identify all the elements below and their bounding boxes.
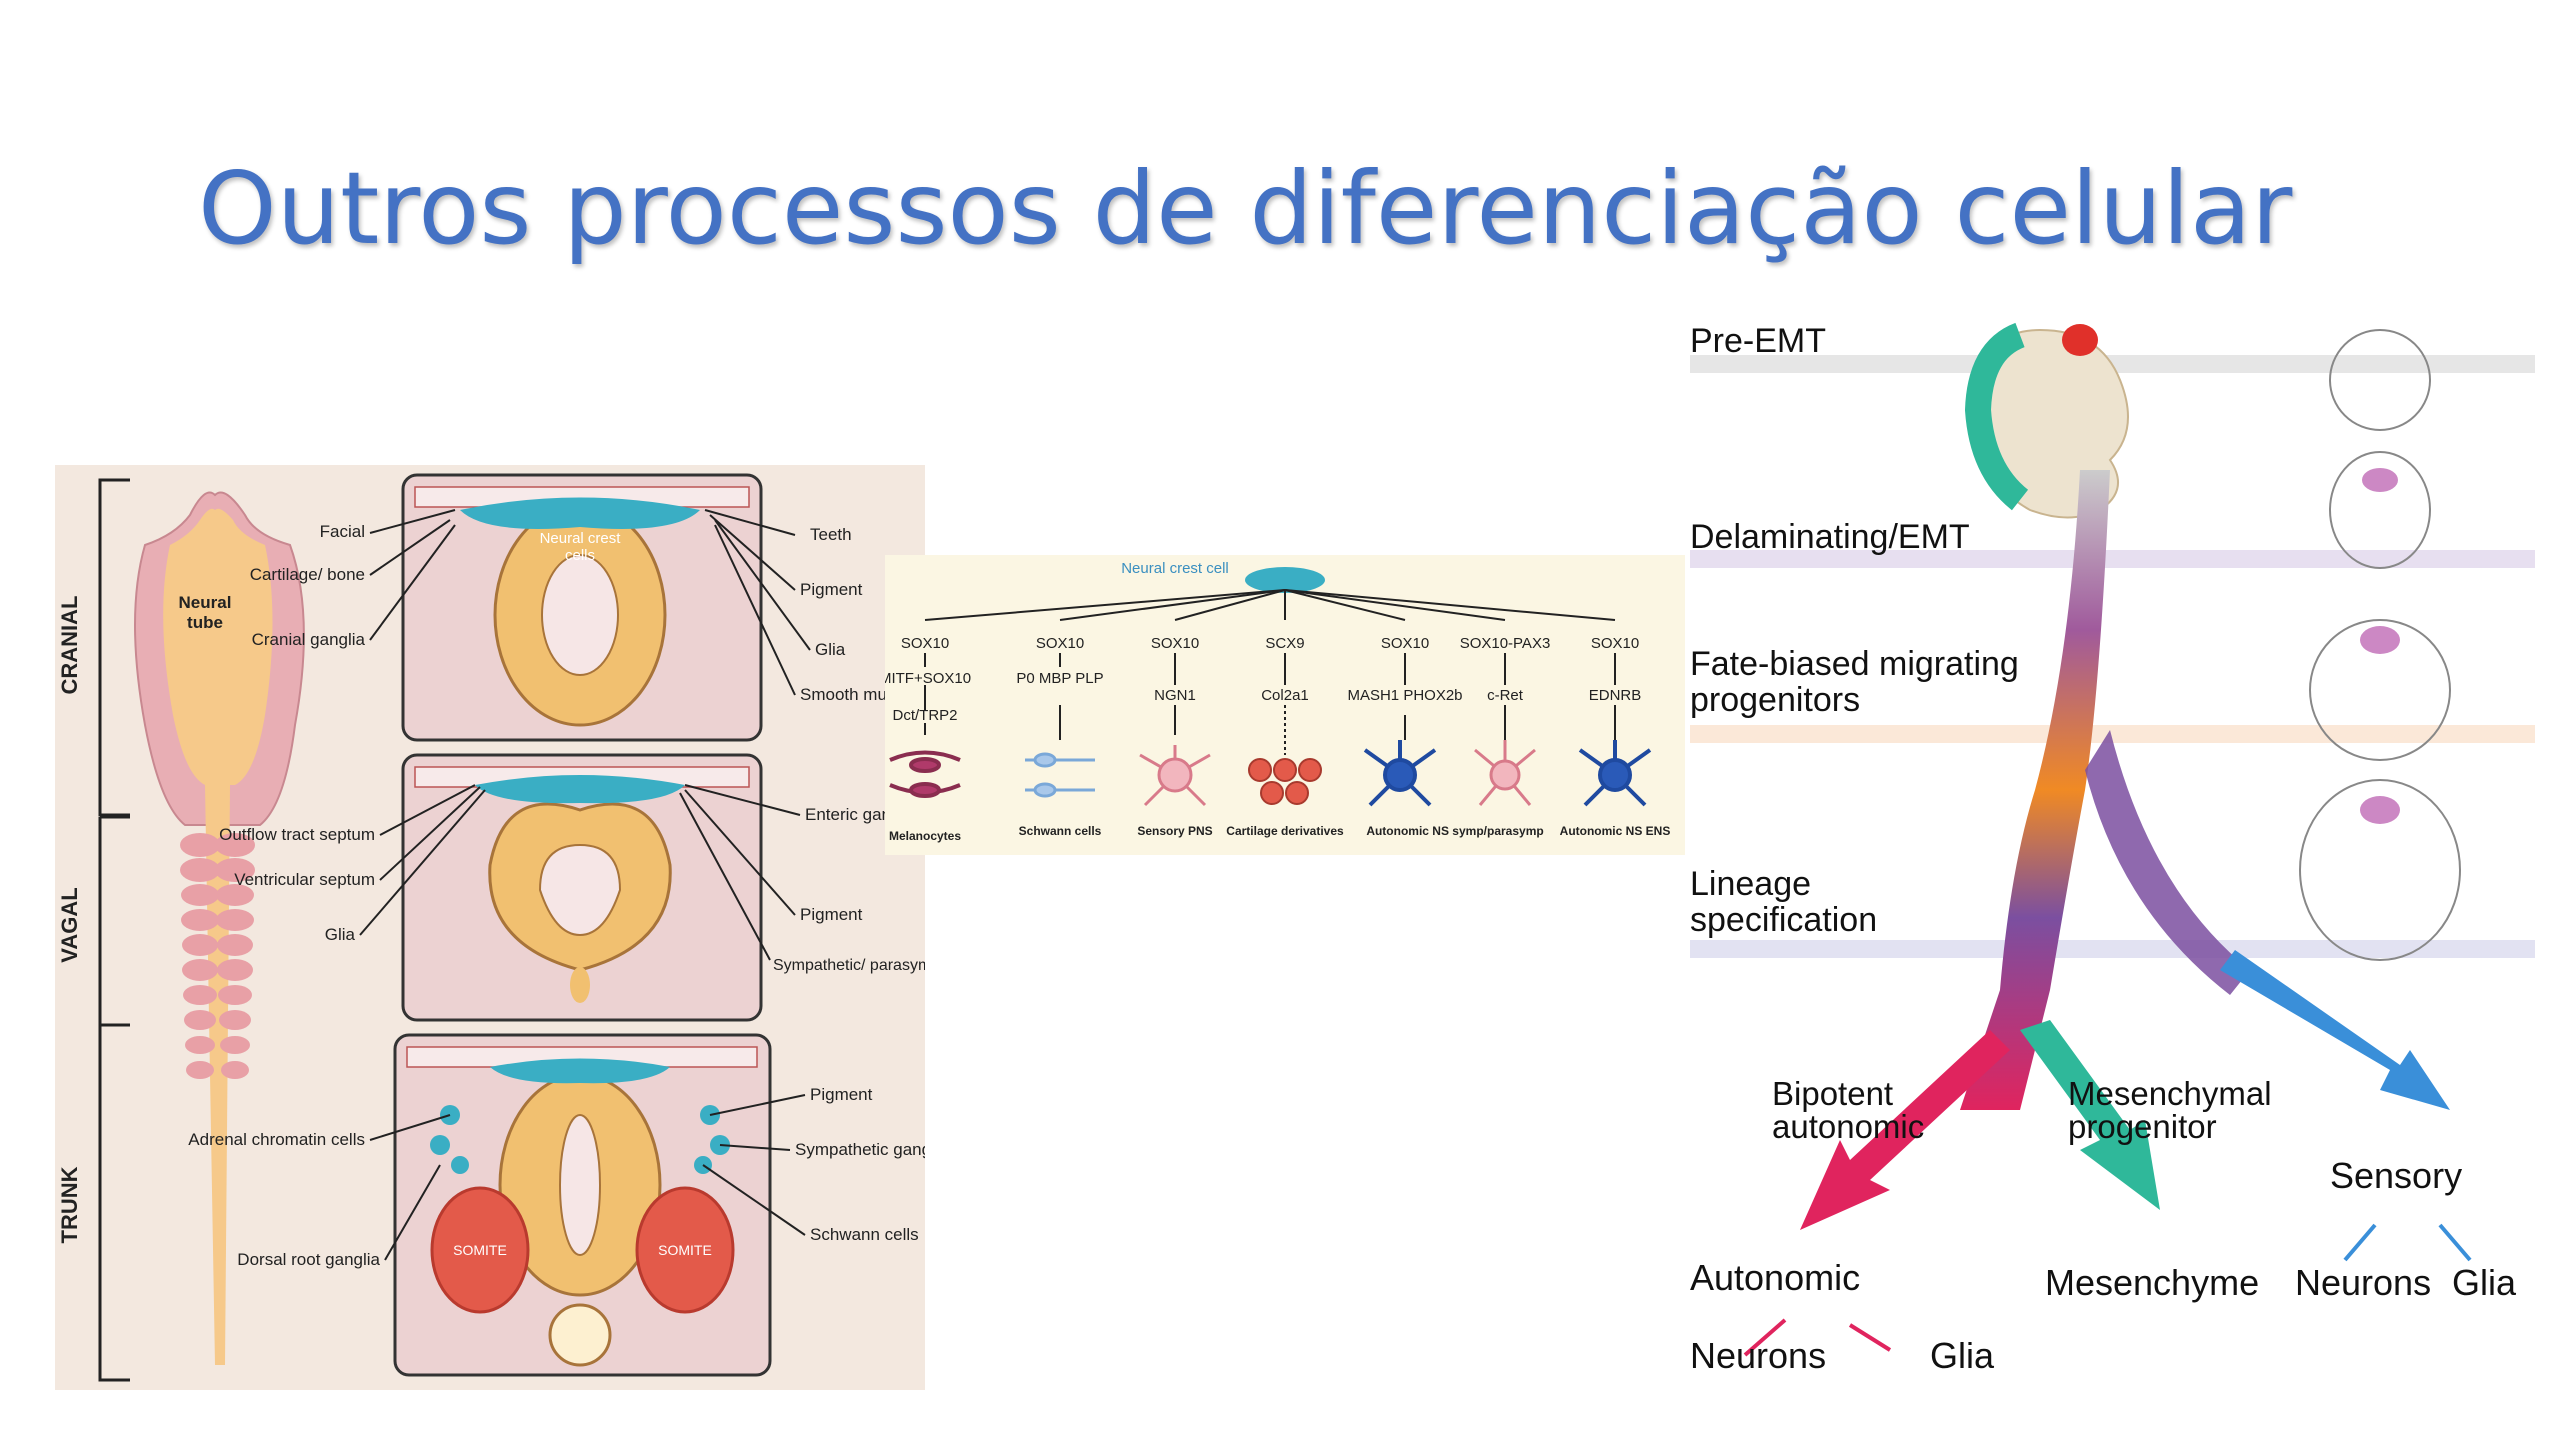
schwann-cells-icon bbox=[1025, 752, 1095, 798]
neural-crest-cell-icon bbox=[1245, 567, 1325, 593]
sensory-neuron-icon bbox=[1139, 745, 1211, 807]
tree-branches bbox=[924, 589, 1616, 755]
tf-col-4: SCX9 bbox=[1265, 635, 1304, 652]
melanocytes-icon bbox=[889, 750, 961, 798]
sensory-arrow bbox=[2220, 950, 2450, 1110]
cell-label-1: Melanocytes bbox=[889, 829, 961, 843]
label-neurons-autonomic: Neurons bbox=[1690, 1335, 1826, 1376]
tf-col-3: SOX10 bbox=[1151, 635, 1199, 652]
lineage-tree-diagram: Neural crest cell SOX10 SOX10 SOX10 SCX9… bbox=[879, 560, 1670, 843]
mid-col-7: EDNRB bbox=[1589, 687, 1642, 704]
mesenchyme-arrow bbox=[2020, 1020, 2160, 1210]
label-outflow-tract: Outflow tract septum bbox=[219, 825, 375, 844]
cell-label-4: Cartilage derivatives bbox=[1226, 824, 1344, 838]
cell-type-labels: Melanocytes Schwann cells Sensory PNS Ca… bbox=[889, 824, 1670, 843]
cartilage-icon bbox=[1248, 758, 1322, 805]
region-label-cranial: CRANIAL bbox=[57, 596, 82, 695]
label-glia-sensory: Glia bbox=[2452, 1262, 2517, 1303]
mid-col-5: MASH1 PHOX2b bbox=[1347, 687, 1462, 704]
neural-crest-lineage-tree: Neural crest cell SOX10 SOX10 SOX10 SCX9… bbox=[879, 555, 1685, 855]
cell-label-7: Autonomic NS ENS bbox=[1560, 824, 1671, 838]
region-label-vagal: VAGAL bbox=[57, 887, 82, 962]
autonomic-arrow bbox=[1800, 1030, 2010, 1230]
region-label-trunk: TRUNK bbox=[57, 1166, 82, 1243]
mid-col-4: Col2a1 bbox=[1261, 687, 1309, 704]
autonomic-sub-arrows bbox=[1743, 1318, 1892, 1357]
label-glia-cranial: Glia bbox=[815, 640, 846, 659]
label-cartilage-bone: Cartilage/ bone bbox=[250, 565, 365, 584]
enteric-neuron-icon bbox=[1578, 740, 1652, 807]
label-sensory: Sensory bbox=[2330, 1155, 2462, 1196]
cell-label-2: Schwann cells bbox=[1019, 824, 1102, 838]
fate-specification-diagram: Pre-EMT Delaminating/EMT Fate-biased mig… bbox=[1690, 322, 2535, 1376]
stage-pre-emt: Pre-EMT bbox=[1690, 322, 1826, 360]
label-facial: Facial bbox=[320, 522, 365, 541]
sketch-highlights bbox=[2360, 468, 2400, 824]
tf-col-2: SOX10 bbox=[1036, 635, 1084, 652]
root-label: Neural crest cell bbox=[1121, 560, 1229, 577]
label-teeth: Teeth bbox=[810, 525, 852, 544]
callout-lines bbox=[359, 509, 811, 1261]
cell-illustrations bbox=[889, 740, 1652, 807]
lineage-trunk bbox=[1960, 470, 2110, 1110]
label-ventricular-septum: Ventricular septum bbox=[234, 870, 375, 889]
cret-neuron-icon bbox=[1474, 740, 1536, 806]
tf-col-5: SOX10 bbox=[1381, 635, 1429, 652]
somite-label-right: SOMITE bbox=[658, 1242, 712, 1258]
region-brackets bbox=[98, 478, 130, 1382]
trunk-section: SOMITE SOMITE bbox=[393, 1033, 772, 1377]
vagal-section bbox=[401, 753, 763, 1022]
cell-label-3: Sensory PNS bbox=[1137, 824, 1212, 838]
mid-col-6: c-Ret bbox=[1487, 687, 1524, 704]
tf-col-1: SOX10 bbox=[901, 635, 949, 652]
autonomic-neuron-icon bbox=[1363, 740, 1437, 807]
label-pigment-vagal: Pigment bbox=[800, 905, 863, 924]
label-glia-vagal: Glia bbox=[325, 925, 356, 944]
tf-col-6: SOX10-PAX3 bbox=[1460, 635, 1551, 652]
transcription-factors: SOX10 SOX10 SOX10 SCX9 SOX10 SOX10-PAX3 … bbox=[879, 635, 1642, 724]
mid-col-3: NGN1 bbox=[1154, 687, 1196, 704]
label-sympathetic-ganglia: Sympathetic ganglia bbox=[795, 1140, 925, 1159]
label-dorsal-root-ganglia: Dorsal root ganglia bbox=[237, 1250, 380, 1269]
label-neurons-sensory: Neurons bbox=[2295, 1262, 2431, 1303]
label-autonomic: Autonomic bbox=[1690, 1257, 1860, 1298]
sensory-branch bbox=[2085, 730, 2250, 995]
label-mesenchyme: Mesenchyme bbox=[2045, 1262, 2259, 1303]
label-sympathetic-parasympathetic: Sympathetic/ parasympathetic ganglia bbox=[773, 957, 925, 974]
label-schwann-cells: Schwann cells bbox=[810, 1225, 919, 1244]
slide-title: Outros processos de diferenciação celula… bbox=[198, 150, 2293, 267]
stage-delaminating: Delaminating/EMT bbox=[1690, 518, 1970, 556]
stage-labels: Pre-EMT Delaminating/EMT Fate-biased mig… bbox=[1690, 322, 2019, 939]
marker-col-1: Dct/TRP2 bbox=[892, 707, 957, 724]
sensory-sub-arrows bbox=[2343, 1223, 2472, 1262]
label-pigment-trunk: Pigment bbox=[810, 1085, 873, 1104]
stage-sketches bbox=[2299, 329, 2461, 961]
mid-col-1: MITF+SOX10 bbox=[885, 670, 971, 687]
fate-specification-figure: Pre-EMT Delaminating/EMT Fate-biased mig… bbox=[1690, 310, 2545, 1420]
label-glia-autonomic: Glia bbox=[1930, 1335, 1995, 1376]
tf-col-7: SOX10 bbox=[1591, 635, 1639, 652]
label-pigment-cranial: Pigment bbox=[800, 580, 863, 599]
somite-label-left: SOMITE bbox=[453, 1242, 507, 1258]
mid-col-2: P0 MBP PLP bbox=[1016, 670, 1103, 687]
label-cranial-ganglia: Cranial ganglia bbox=[252, 630, 366, 649]
label-adrenal-chromatin: Adrenal chromatin cells bbox=[188, 1130, 365, 1149]
cell-label-5: Autonomic NS symp/parasymp bbox=[1366, 824, 1543, 838]
